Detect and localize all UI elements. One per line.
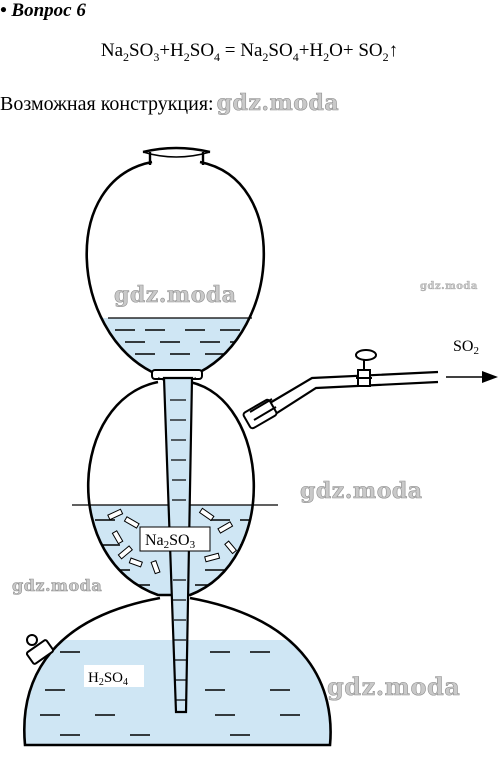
drain-stopper — [25, 634, 55, 665]
gas-outlet-tube — [242, 349, 439, 430]
construction-caption: Возможная конструкция:gdz.moda — [0, 90, 340, 117]
gas-flow-arrow-icon — [446, 371, 498, 383]
watermark: gdz.moda — [300, 478, 423, 505]
gas-out-label: SO2 — [453, 338, 479, 357]
watermark-inline: gdz.moda — [216, 90, 340, 117]
outlet-stopper — [242, 398, 278, 430]
watermark: gdz.moda — [327, 672, 461, 702]
question-title: • Вопрос 6 — [0, 0, 86, 21]
solid-label-box — [139, 526, 211, 552]
watermark-small: gdz.moda — [420, 281, 478, 292]
watermark: gdz.moda — [114, 282, 237, 309]
watermark: gdz.moda — [12, 576, 103, 596]
acid-label: H2SO4 — [88, 670, 128, 688]
solid-label: Na2SO3 — [145, 532, 196, 551]
upper-funnel-bulb — [85, 146, 266, 374]
reaction-equation: Na2SO3+H2SO4 = Na2SO4+H2O+ SO2↑ — [100, 40, 399, 64]
acid-label-box — [84, 665, 144, 687]
sulfite-crystals — [107, 507, 238, 575]
stopcock-valve — [355, 349, 377, 387]
